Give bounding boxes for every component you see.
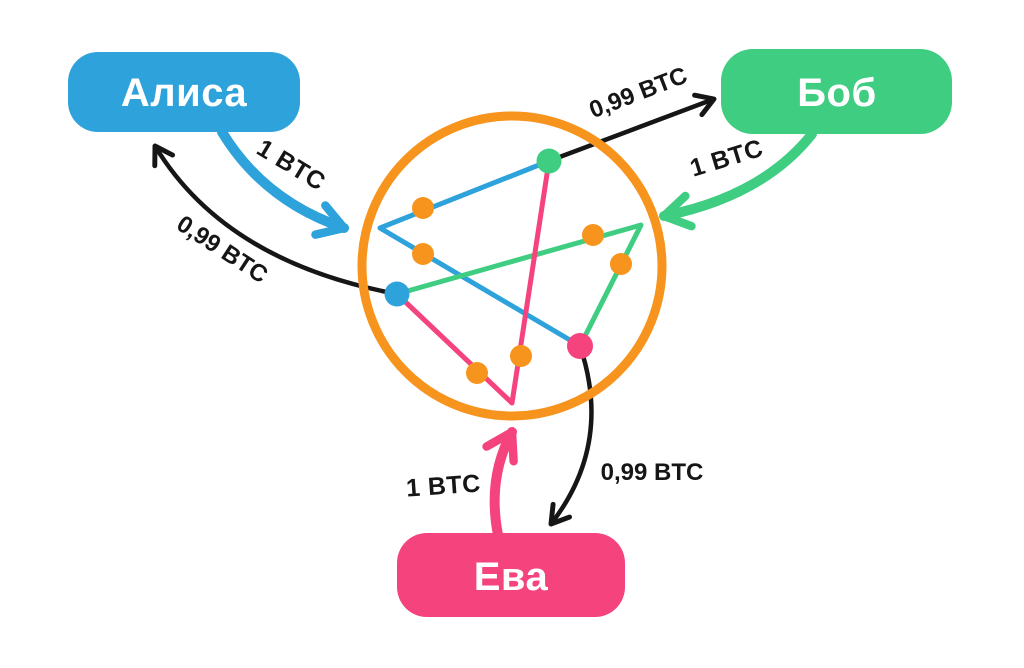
- mixer-path-bob: [394, 222, 644, 349]
- eva-deposit-amount: 1 BTC: [405, 469, 482, 502]
- mixer-output-dot-green: [536, 148, 562, 174]
- mixer-path-alice: [377, 158, 583, 349]
- bob-node-label: Боб: [797, 71, 876, 115]
- bob-deposit-amount: 1 BTC: [687, 134, 767, 183]
- mixer-utxo-dot: [582, 224, 604, 246]
- mixer-utxo-dot: [412, 243, 434, 265]
- return-arrow-to-bob: [546, 92, 717, 164]
- eva-node-label: Ева: [474, 555, 549, 599]
- alice-node: [68, 52, 300, 132]
- eva-node: [397, 533, 625, 617]
- deposit-arrow-bob: [659, 129, 817, 231]
- mixer-utxo-dot: [466, 362, 488, 384]
- mixer-path-eva: [394, 158, 552, 406]
- alice-node-label: Алиса: [121, 71, 248, 115]
- deposit-arrow-alice: [217, 127, 349, 239]
- bob-node: [721, 49, 952, 134]
- eva-return-amount: 0,99 BTC: [601, 459, 704, 486]
- mixer-utxo-dot: [610, 253, 632, 275]
- mixer-utxo-dot: [510, 345, 532, 367]
- return-arrow-to-alice: [152, 143, 400, 297]
- return-arrow-to-eva: [548, 343, 594, 527]
- mixer-output-dot-pink: [567, 333, 593, 359]
- mixer-output-dot-blue: [384, 281, 410, 307]
- deposit-arrow-eva: [482, 427, 518, 540]
- mixer-circle: [357, 111, 667, 421]
- mixer-utxo-dot: [412, 197, 434, 219]
